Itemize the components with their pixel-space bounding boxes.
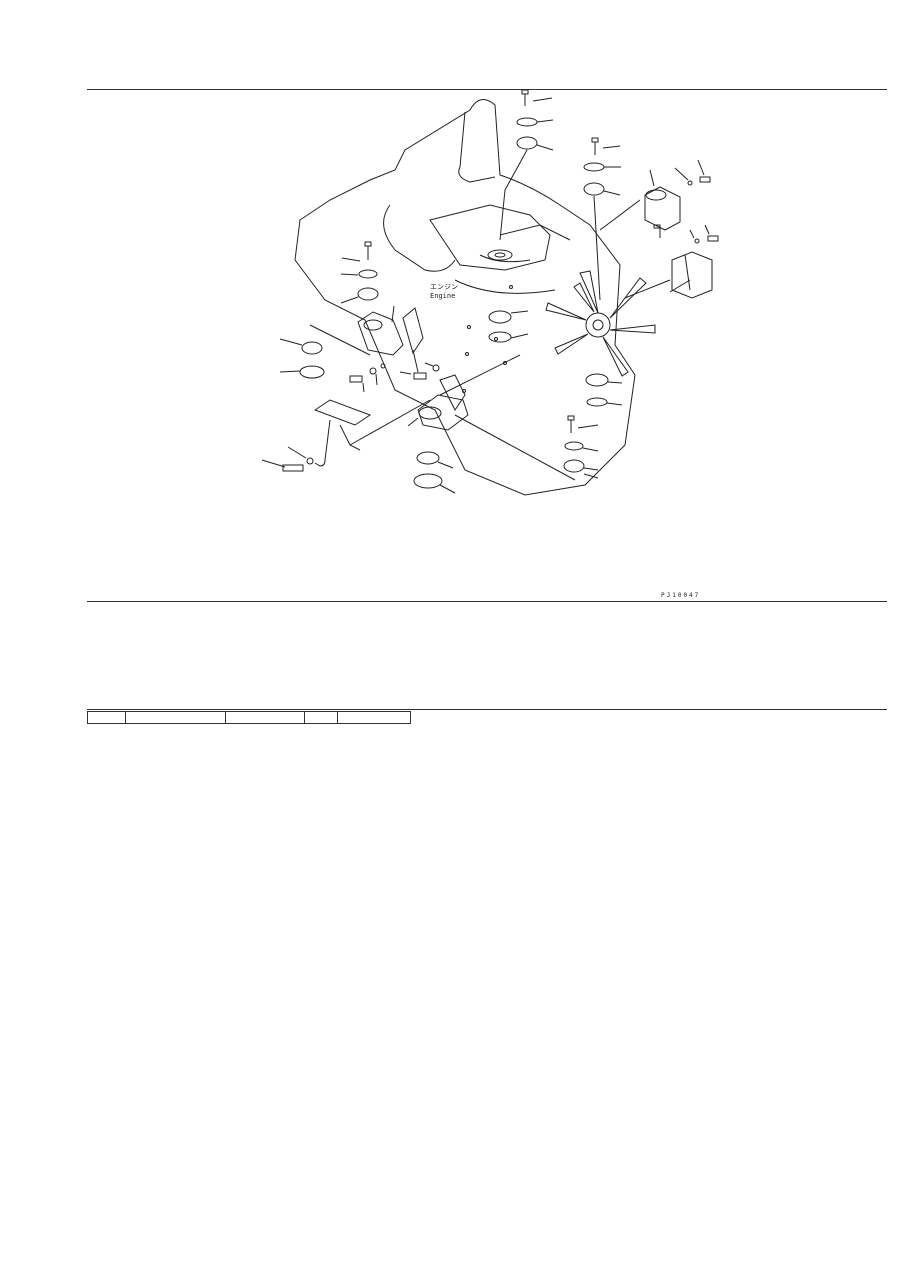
parts-col-5 (338, 712, 410, 723)
washer-icon (432, 364, 440, 372)
right-upper-bracket (599, 159, 711, 238)
bracket-icon (644, 186, 681, 231)
engine-label-en: Engine (430, 292, 455, 300)
bolt-icon (521, 89, 529, 95)
left-upper-mount-stack (340, 241, 379, 304)
rubber-mount-icon (416, 451, 440, 465)
top-mount-stack (499, 89, 554, 241)
bolt-icon (699, 176, 711, 183)
rubber-mount-icon (357, 287, 379, 301)
figure-code: PJ10047 (661, 592, 701, 599)
parts-col-2 (126, 712, 226, 723)
middle-bolts (349, 362, 440, 393)
bracket-icon (313, 399, 372, 426)
washer-icon (369, 367, 377, 375)
washer-icon (694, 238, 700, 244)
center-bottom-mount-stack (413, 451, 456, 494)
washer-icon (358, 269, 378, 279)
washer-icon (488, 331, 512, 343)
washer-icon (687, 180, 693, 186)
washer-icon (413, 473, 443, 489)
bolt-icon (567, 415, 575, 421)
parts-col-4 (305, 712, 338, 723)
right-lower-bracket (624, 224, 719, 299)
bolt-icon (413, 372, 427, 380)
center-lower-bracket (407, 354, 576, 481)
bolt-icon (591, 137, 599, 143)
bolt-icon (349, 375, 363, 383)
washer-icon (299, 365, 325, 379)
bracket-icon (357, 311, 404, 356)
bolt-icon (707, 235, 719, 242)
washer-icon (586, 397, 608, 407)
parts-col-1 (88, 712, 126, 723)
bolt-icon (364, 241, 372, 247)
bracket-icon (417, 394, 469, 431)
left-lower-mount-stack (279, 338, 325, 379)
left-mount-bracket (309, 305, 424, 373)
rubber-mount-icon (301, 341, 323, 355)
washer-icon (306, 457, 314, 465)
rubber-mount-icon (563, 459, 585, 473)
lower-rule (87, 709, 887, 710)
rubber-mount-icon (488, 310, 512, 324)
engine-mount-exploded-diagram: エンジン Engine (261, 89, 719, 496)
rubber-mount-icon (583, 182, 605, 196)
parts-col-3 (226, 712, 305, 723)
engine-label-jp: エンジン (430, 283, 458, 291)
bracket-icon (671, 251, 713, 299)
parts-table-header (87, 711, 411, 724)
rubber-mount-icon (516, 136, 538, 150)
right-upper-mount-stack (583, 137, 621, 301)
fan-icon (545, 270, 656, 377)
lower-left-bracket (261, 399, 431, 472)
engine-block-icon (294, 99, 636, 496)
rubber-mount-icon (585, 373, 609, 387)
middle-rule (87, 601, 887, 602)
center-mount-stack (488, 310, 529, 343)
right-lower-mount-stack (563, 373, 623, 479)
washer-icon (516, 117, 538, 127)
washer-icon (564, 441, 584, 451)
bolt-icon (282, 464, 304, 472)
washer-icon (583, 162, 605, 172)
top-rule (87, 89, 887, 90)
